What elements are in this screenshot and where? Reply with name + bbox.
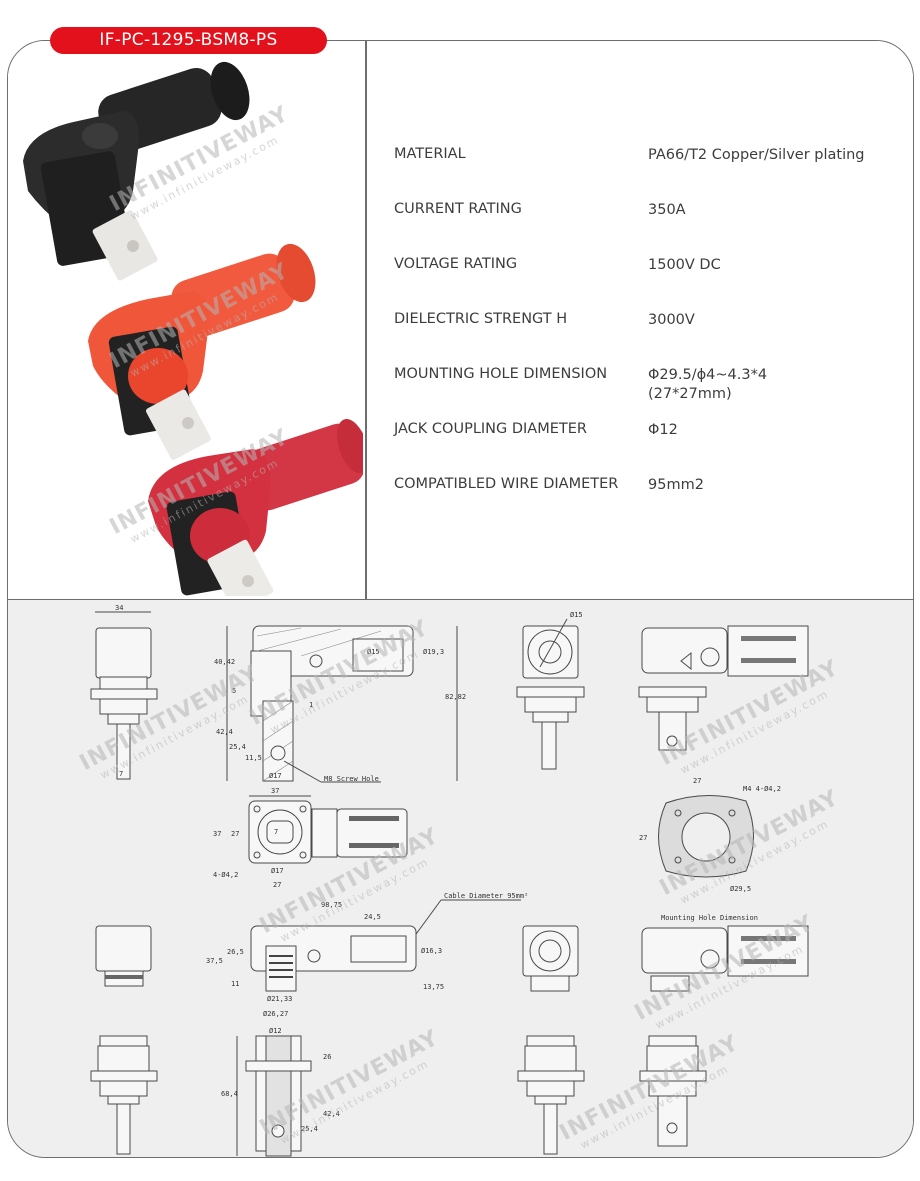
side-view-2-drawing: Mounting Hole Dimension — [641, 914, 809, 992]
svg-text:40,42: 40,42 — [214, 658, 235, 666]
svg-text:24,5: 24,5 — [364, 913, 381, 921]
spec-value: PA66/T2 Copper/Silver plating — [648, 147, 865, 163]
svg-text:Ø12: Ø12 — [269, 1027, 282, 1035]
spec-value: Φ12 — [648, 422, 678, 438]
svg-text:42,4: 42,4 — [323, 1110, 340, 1118]
svg-text:5: 5 — [232, 687, 236, 695]
spec-label: MATERIAL — [394, 146, 466, 162]
svg-text:37: 37 — [213, 830, 221, 838]
black-connector-photo — [23, 61, 250, 281]
svg-text:Ø26,27: Ø26,27 — [263, 1010, 288, 1018]
front-view-2-drawing — [95, 925, 152, 987]
bottom-view-3-drawing — [639, 1035, 707, 1147]
svg-text:13,75: 13,75 — [423, 983, 444, 991]
spec-value: 95mm2 — [648, 477, 704, 493]
svg-text:M4 4-Ø4,2: M4 4-Ø4,2 — [743, 785, 781, 793]
spec-value-line1: Φ29.5/ϕ4~4.3*4 — [648, 367, 768, 383]
svg-text:Ø21,33: Ø21,33 — [267, 995, 292, 1003]
svg-text:37: 37 — [271, 787, 279, 795]
svg-text:42,4: 42,4 — [216, 728, 233, 736]
svg-text:27: 27 — [273, 881, 281, 889]
spec-value-line2: (27*27mm) — [648, 386, 732, 402]
end-view-drawing: Ø15 — [516, 611, 585, 770]
svg-text:Ø17: Ø17 — [269, 772, 282, 780]
model-title-badge: IF-PC-1295-BSM8-PS — [50, 27, 327, 54]
orange-connector-photo — [88, 243, 316, 460]
svg-text:11,5: 11,5 — [245, 754, 262, 762]
svg-text:7: 7 — [274, 828, 278, 836]
flange-view-drawing: 37 37 27 7 4-Ø4,2 Ø17 27 — [213, 787, 408, 889]
spec-label: COMPATIBLED WIRE DIAMETER — [394, 476, 619, 492]
svg-text:7: 7 — [119, 770, 123, 778]
red-connector-photo — [148, 419, 363, 596]
svg-text:82,82: 82,82 — [445, 693, 466, 701]
svg-text:Ø16,3: Ø16,3 — [421, 947, 442, 955]
svg-text:1: 1 — [309, 701, 313, 709]
svg-text:Ø15: Ø15 — [367, 648, 380, 656]
end-view-2-drawing — [522, 925, 579, 992]
svg-text:37,5: 37,5 — [206, 957, 223, 965]
svg-text:Cable Diameter 95mm²: Cable Diameter 95mm² — [444, 892, 528, 900]
spec-value: 3000V — [648, 312, 695, 328]
section-view-2-drawing: 98,75 24,5 Cable Diameter 95mm² 26,5 37,… — [206, 892, 528, 1018]
technical-drawings: 34 7 — [8, 600, 913, 1157]
spec-label: DIELECTRIC STRENGT H — [394, 311, 568, 327]
svg-text:34: 34 — [115, 604, 123, 612]
spec-value: Φ29.5/ϕ4~4.3*4 (27*27mm) — [648, 366, 767, 404]
section-view-drawing: 40,42 5 42,4 25,4 11,5 Ø15 Ø19,3 1 82,82… — [214, 625, 466, 783]
svg-text:4-Ø4,2: 4-Ø4,2 — [213, 871, 238, 879]
product-photos — [23, 61, 363, 596]
spec-value: 350A — [648, 202, 686, 218]
spec-label: CURRENT RATING — [394, 201, 522, 217]
horizontal-divider — [8, 599, 913, 601]
svg-text:26: 26 — [323, 1053, 331, 1061]
svg-text:Mounting Hole Dimension: Mounting Hole Dimension — [661, 914, 758, 922]
bottom-view-2-drawing — [517, 1035, 585, 1155]
svg-text:26,5: 26,5 — [227, 948, 244, 956]
svg-text:25,4: 25,4 — [301, 1125, 318, 1133]
svg-text:98,75: 98,75 — [321, 901, 342, 909]
section-view-3-drawing: Ø12 26 68,4 42,4 25,4 — [221, 1027, 340, 1157]
vertical-divider — [365, 41, 367, 599]
svg-text:27: 27 — [231, 830, 239, 838]
bottom-view-1-drawing — [90, 1035, 158, 1155]
svg-text:27: 27 — [693, 777, 701, 785]
svg-text:27: 27 — [639, 834, 647, 842]
mounting-hole-drawing: 27 M4 4-Ø4,2 27 Ø29,5 — [639, 777, 781, 893]
spec-label: MOUNTING HOLE DIMENSION — [394, 366, 608, 382]
svg-text:11: 11 — [231, 980, 239, 988]
spec-label: VOLTAGE RATING — [394, 256, 518, 272]
svg-text:Ø15: Ø15 — [570, 611, 583, 619]
dimension-drawings-svg: 34 7 — [90, 604, 809, 1157]
svg-text:Ø19,3: Ø19,3 — [423, 648, 444, 656]
front-view-drawing: 34 7 — [90, 604, 158, 780]
side-view-drawing — [638, 625, 809, 751]
svg-text:Ø29,5: Ø29,5 — [730, 885, 751, 893]
spec-label: JACK COUPLING DIAMETER — [394, 421, 587, 437]
svg-text:Ø17: Ø17 — [271, 867, 284, 875]
svg-text:M8 Screw Hole: M8 Screw Hole — [324, 775, 379, 783]
svg-text:25,4: 25,4 — [229, 743, 246, 751]
svg-text:68,4: 68,4 — [221, 1090, 238, 1098]
spec-value: 1500V DC — [648, 257, 721, 273]
